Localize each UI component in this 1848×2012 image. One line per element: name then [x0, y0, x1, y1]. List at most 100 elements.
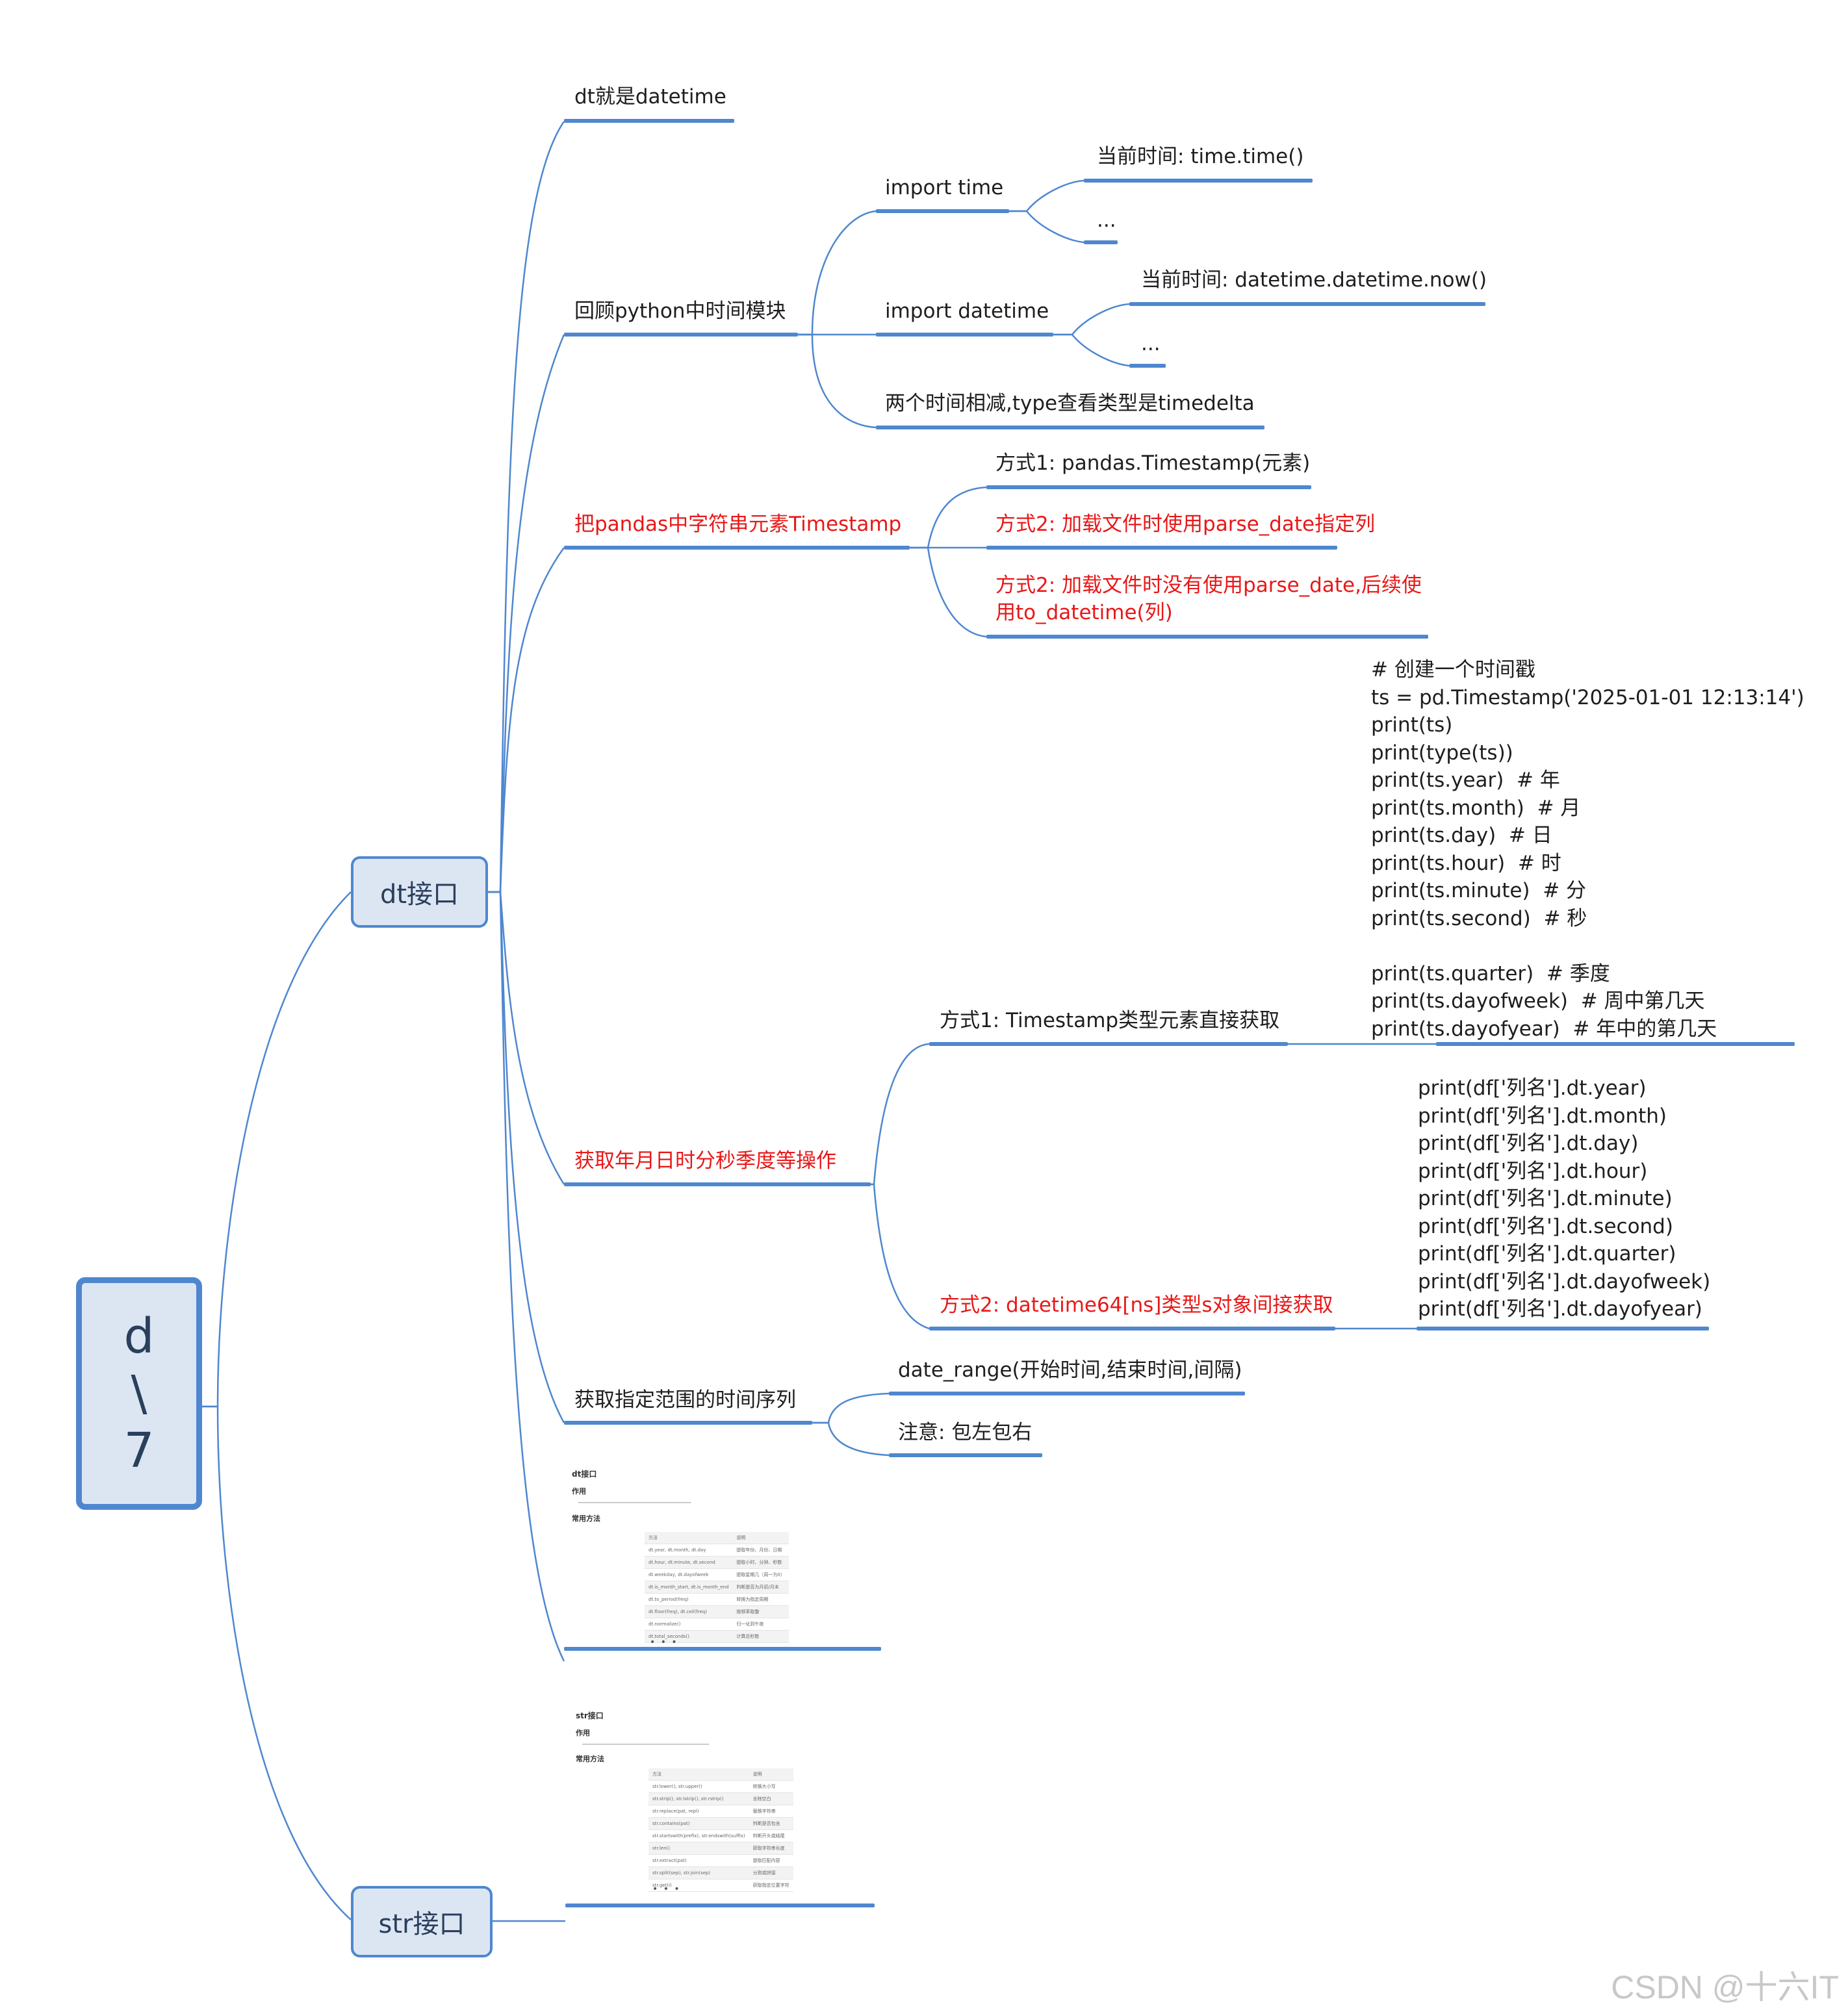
timedelta-underline: [876, 426, 1264, 429]
convert-timestamp-node[interactable]: 把pandas中字符串元素Timestamp: [574, 513, 902, 536]
str-interface-label: str接口: [378, 1909, 465, 1939]
dt-is-datetime-node[interactable]: dt就是datetime: [574, 85, 726, 108]
get-parts-way2-node[interactable]: 方式2: datetime64[ns]类型s对象间接获取: [940, 1293, 1333, 1317]
code-line: print(ts.dayofweek) # 周中第几天: [1371, 989, 1705, 1013]
code-line: print(df['列名'].dt.day): [1418, 1132, 1639, 1155]
table-cell: str.len(): [648, 1842, 749, 1855]
str-thumb-more: • • •: [652, 1884, 681, 1894]
inclusive-note-underline: [889, 1453, 1042, 1457]
convert-way1-underline: [986, 485, 1311, 489]
table-cell: 归一化到午夜: [732, 1618, 789, 1631]
code-line: # 创建一个时间戳: [1371, 658, 1535, 681]
table-row: str.extract(pat)提取匹配内容: [648, 1854, 793, 1867]
table-cell: str.extract(pat): [648, 1854, 749, 1867]
table-cell: 判断开头或结尾: [749, 1829, 793, 1842]
convert-way3-node[interactable]: 方式2: 加载文件时没有使用parse_date,后续使 用to_datetim…: [995, 572, 1422, 626]
table-cell: 提取小时、分钟、秒数: [732, 1556, 789, 1569]
table-cell: 提取年份、月份、日期: [732, 1544, 789, 1557]
table-row: str.get(i)获取指定位置字符: [648, 1879, 793, 1892]
convert-way3-underline: [986, 635, 1428, 639]
table-cell: 去除空白: [749, 1792, 793, 1805]
import-time-node[interactable]: import time: [885, 176, 1004, 199]
table-cell: 方法: [648, 1768, 749, 1781]
code-line: print(type(ts)): [1371, 741, 1513, 765]
import-datetime-node[interactable]: import datetime: [885, 299, 1049, 323]
table-row: str.startswith(prefix), str.endswith(suf…: [648, 1829, 793, 1842]
code-line: print(ts.second) # 秒: [1371, 906, 1587, 930]
convert-way1-node[interactable]: 方式1: pandas.Timestamp(元素): [995, 452, 1311, 475]
code-line: print(ts.month) # 月: [1371, 796, 1581, 820]
table-cell: 转换为指定周期: [732, 1593, 789, 1606]
convert-way3-line2: 用to_datetime(列): [995, 601, 1173, 624]
timestamp-code-underline: [1436, 1042, 1795, 1046]
time-now-underline: [1084, 179, 1313, 183]
convert-way3-line1: 方式2: 加载文件时没有使用parse_date,后续使: [995, 574, 1422, 597]
get-parts-way1-node[interactable]: 方式1: Timestamp类型元素直接获取: [940, 1009, 1280, 1032]
table-cell: 判断是否包含: [749, 1817, 793, 1830]
table-row: str.contains(pat)判断是否包含: [648, 1817, 793, 1830]
table-cell: 提取匹配内容: [749, 1854, 793, 1867]
csdn-watermark: CSDN @十六IT: [1611, 1969, 1839, 2006]
table-cell: dt.to_period(freq): [645, 1593, 733, 1606]
time-more-node[interactable]: ...: [1097, 209, 1116, 232]
table-cell: 提取星期几（周一为0）: [732, 1568, 789, 1581]
table-cell: dt.weekday, dt.dayofweek: [645, 1568, 733, 1581]
code-line: print(df['列名'].dt.hour): [1418, 1159, 1648, 1183]
inclusive-note-node[interactable]: 注意: 包左包右: [898, 1421, 1033, 1444]
code-line: print(df['列名'].dt.dayofyear): [1418, 1297, 1702, 1321]
table-cell: dt.hour, dt.minute, dt.second: [645, 1556, 733, 1569]
get-datetime-parts-node[interactable]: 获取年月日时分秒季度等操作: [574, 1149, 836, 1173]
code-line: print(ts.quarter) # 季度: [1371, 961, 1610, 986]
table-row: 方法说明: [645, 1532, 789, 1544]
table-cell: dt.year, dt.month, dt.day: [645, 1544, 733, 1557]
datetime-now-node[interactable]: 当前时间: datetime.datetime.now(): [1141, 268, 1487, 292]
dt-thumb-underline: [564, 1647, 881, 1651]
dt-thumb-title: dt接口: [572, 1470, 597, 1479]
str-thumb-section-methods: 常用方法: [576, 1755, 604, 1763]
date-range-function-node[interactable]: date_range(开始时间,结束时间,间隔): [898, 1358, 1242, 1382]
str-interface-node[interactable]: str接口: [351, 1886, 493, 1957]
date-range-series-underline: [564, 1421, 812, 1425]
code-line: print(df['列名'].dt.second): [1418, 1214, 1673, 1238]
table-cell: str.startswith(prefix), str.endswith(suf…: [648, 1829, 749, 1842]
dt-interface-image[interactable]: dt接口 作用 ────────────────────────────────…: [572, 1468, 884, 1650]
timestamp-code-block: # 创建一个时间戳 ts = pd.Timestamp('2025-01-01 1…: [1371, 656, 1804, 1043]
table-cell: dt.floor(freq), dt.ceil(freq): [645, 1605, 733, 1618]
code-line: print(df['列名'].dt.minute): [1418, 1187, 1673, 1210]
time-now-node[interactable]: 当前时间: time.time(): [1097, 145, 1304, 168]
table-cell: dt.is_month_start, dt.is_month_end: [645, 1581, 733, 1594]
table-cell: str.lower(), str.upper(): [648, 1780, 749, 1793]
str-thumb-title: str接口: [576, 1711, 604, 1720]
table-row: dt.floor(freq), dt.ceil(freq)按频率取整: [645, 1605, 789, 1618]
datetime-more-node[interactable]: ...: [1141, 332, 1161, 355]
table-cell: 判断是否为月初/月末: [732, 1581, 789, 1594]
table-cell: dt.total_seconds(): [645, 1630, 733, 1643]
dt-interface-node[interactable]: dt接口: [351, 856, 488, 928]
timedelta-node[interactable]: 两个时间相减,type查看类型是timedelta: [885, 392, 1255, 415]
table-cell: str.split(sep), str.join(sep): [648, 1866, 749, 1879]
table-cell: 说明: [749, 1768, 793, 1781]
root-node[interactable]: d \ 7: [76, 1277, 202, 1510]
table-cell: 分割或拼接: [749, 1866, 793, 1879]
review-time-modules-node[interactable]: 回顾python中时间模块: [574, 299, 786, 323]
convert-way2-node[interactable]: 方式2: 加载文件时使用parse_date指定列: [995, 513, 1376, 536]
get-parts-underline: [564, 1182, 871, 1186]
table-cell: dt.normalize(): [645, 1618, 733, 1631]
table-cell: 方法: [645, 1532, 733, 1544]
code-line: print(ts.year) # 年: [1371, 769, 1560, 792]
table-cell: str.contains(pat): [648, 1817, 749, 1830]
table-cell: 计算总秒数: [732, 1630, 789, 1643]
str-interface-image[interactable]: str接口 作用 ───────────────────────────────…: [576, 1710, 888, 1898]
time-more-underline: [1084, 240, 1118, 244]
date-range-series-node[interactable]: 获取指定范围的时间序列: [574, 1388, 796, 1412]
datetime-now-underline: [1129, 302, 1485, 306]
table-row: dt.normalize()归一化到午夜: [645, 1618, 789, 1631]
dt-thumb-more: • • •: [650, 1637, 678, 1648]
code-line: ts = pd.Timestamp('2025-01-01 12:13:14'): [1371, 685, 1804, 709]
code-line: print(ts.day) # 日: [1371, 824, 1552, 847]
